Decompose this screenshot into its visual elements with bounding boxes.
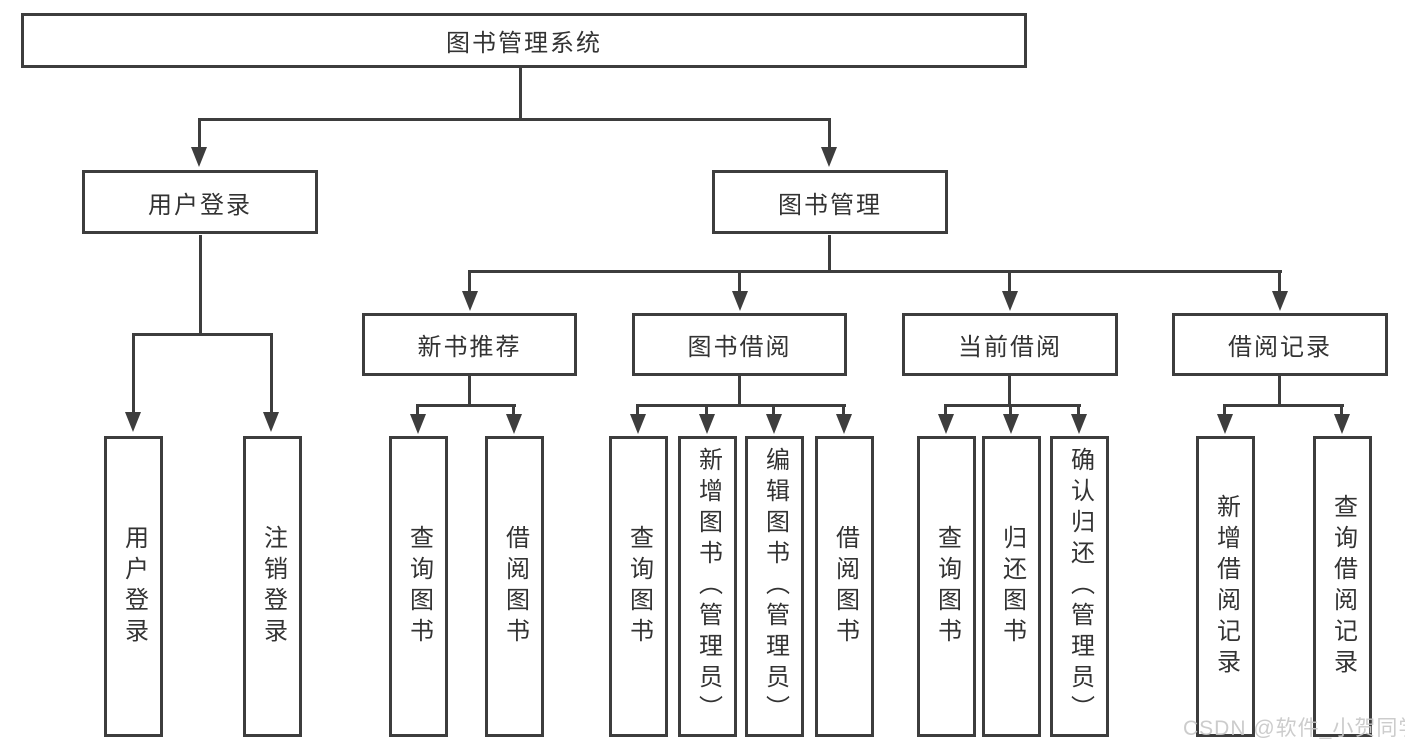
- connector-new-books-hbar: [416, 404, 516, 407]
- connector-current-borrow-stem: [1008, 376, 1011, 407]
- node-book-mgmt: 图书管理: [712, 170, 948, 234]
- node-user-login: 用户登录: [82, 170, 318, 234]
- arrowhead-book-borrow: [732, 291, 748, 311]
- arrowhead-br-query: [1334, 414, 1350, 434]
- arrowhead-book-mgmt: [821, 147, 837, 167]
- leaf-bb-borrow-books: 借阅图书: [815, 436, 874, 737]
- arrowhead-bb-add: [699, 414, 715, 434]
- node-book-borrow: 图书借阅: [632, 313, 847, 376]
- connector-to-bb-query: [636, 404, 639, 415]
- arrowhead-bb-query: [630, 414, 646, 434]
- connector-to-book-borrow: [738, 270, 741, 292]
- leaf-br-add-record-label: 新增借阅记录: [1212, 493, 1240, 680]
- leaf-nb-query-books-label: 查询图书: [405, 524, 433, 649]
- leaf-bb-edit-books-admin-label: 编辑图书（管理员）: [761, 447, 789, 726]
- leaf-logout-label: 注销登录: [259, 524, 287, 649]
- connector-to-login-leaf: [132, 333, 135, 413]
- connector-borrow-records-stem: [1278, 376, 1281, 407]
- connector-to-bb-edit: [772, 404, 775, 415]
- leaf-bb-add-books-admin-label: 新增图书（管理员）: [694, 447, 722, 726]
- connector-to-nb-borrow: [512, 404, 515, 415]
- leaf-br-query-record: 查询借阅记录: [1313, 436, 1372, 737]
- node-root-title: 图书管理系统: [21, 13, 1027, 68]
- leaf-bb-add-books-admin: 新增图书（管理员）: [678, 436, 737, 737]
- leaf-cb-confirm-return-admin: 确认归还（管理员）: [1050, 436, 1109, 737]
- connector-to-nb-query: [416, 404, 419, 415]
- leaf-bb-query-books-label: 查询图书: [625, 524, 653, 649]
- connector-to-br-add: [1223, 404, 1226, 415]
- leaf-bb-edit-books-admin: 编辑图书（管理员）: [745, 436, 804, 737]
- connector-to-bb-borrow: [842, 404, 845, 415]
- leaf-br-add-record: 新增借阅记录: [1196, 436, 1255, 737]
- leaf-cb-return-books: 归还图书: [982, 436, 1041, 737]
- node-current-borrow: 当前借阅: [902, 313, 1118, 376]
- connector-to-cb-confirm: [1077, 404, 1080, 415]
- leaf-cb-confirm-return-admin-label: 确认归还（管理员）: [1066, 447, 1094, 726]
- arrowhead-user-login: [191, 147, 207, 167]
- arrowhead-cb-query: [938, 414, 954, 434]
- arrowhead-cb-return: [1003, 414, 1019, 434]
- connector-to-borrow-records: [1278, 270, 1281, 292]
- arrowhead-bb-borrow: [836, 414, 852, 434]
- connector-root-stem: [519, 68, 522, 121]
- leaf-cb-query-books-label: 查询图书: [933, 524, 961, 649]
- connector-borrow-records-hbar: [1223, 404, 1344, 407]
- node-new-books: 新书推荐: [362, 313, 577, 376]
- leaf-user-login-label: 用户登录: [120, 524, 148, 649]
- leaf-nb-query-books: 查询图书: [389, 436, 448, 737]
- connector-to-cb-query: [944, 404, 947, 415]
- connector-to-new-books: [468, 270, 471, 292]
- arrowhead-bb-edit: [766, 414, 782, 434]
- leaf-user-login: 用户登录: [104, 436, 163, 737]
- connector-to-cb-return: [1009, 404, 1012, 415]
- connector-current-borrow-hbar: [944, 404, 1081, 407]
- leaf-cb-query-books: 查询图书: [917, 436, 976, 737]
- connector-to-br-query: [1340, 404, 1343, 415]
- connector-new-books-stem: [468, 376, 471, 407]
- connector-user-login-stem: [199, 235, 202, 335]
- connector-book-borrow-stem: [738, 376, 741, 407]
- connector-root-to-user-login: [198, 118, 201, 150]
- connector-user-login-hbar: [132, 333, 273, 336]
- node-borrow-records: 借阅记录: [1172, 313, 1388, 376]
- arrowhead-borrow-records: [1272, 291, 1288, 311]
- connector-to-current-borrow: [1008, 270, 1011, 292]
- connector-root-hbar: [198, 118, 831, 121]
- leaf-br-query-record-label: 查询借阅记录: [1329, 493, 1357, 680]
- arrowhead-new-books: [462, 291, 478, 311]
- leaf-nb-borrow-books-label: 借阅图书: [501, 524, 529, 649]
- arrowhead-br-add: [1217, 414, 1233, 434]
- connector-root-to-book-mgmt: [828, 118, 831, 150]
- leaf-logout: 注销登录: [243, 436, 302, 737]
- arrowhead-nb-query: [410, 414, 426, 434]
- leaf-nb-borrow-books: 借阅图书: [485, 436, 544, 737]
- connector-to-bb-add: [705, 404, 708, 415]
- connector-to-logout-leaf: [270, 333, 273, 413]
- arrowhead-logout-leaf: [263, 412, 279, 432]
- connector-book-mgmt-stem: [828, 235, 831, 272]
- arrowhead-current-borrow: [1002, 291, 1018, 311]
- arrowhead-login-leaf: [125, 412, 141, 432]
- leaf-bb-borrow-books-label: 借阅图书: [831, 524, 859, 649]
- leaf-bb-query-books: 查询图书: [609, 436, 668, 737]
- connector-book-mgmt-hbar: [468, 270, 1282, 273]
- arrowhead-nb-borrow: [506, 414, 522, 434]
- connector-book-borrow-hbar: [637, 404, 846, 407]
- csdn-watermark: CSDN @软件_小贺同学: [1183, 717, 1405, 740]
- leaf-cb-return-books-label: 归还图书: [998, 524, 1026, 649]
- arrowhead-cb-confirm: [1071, 414, 1087, 434]
